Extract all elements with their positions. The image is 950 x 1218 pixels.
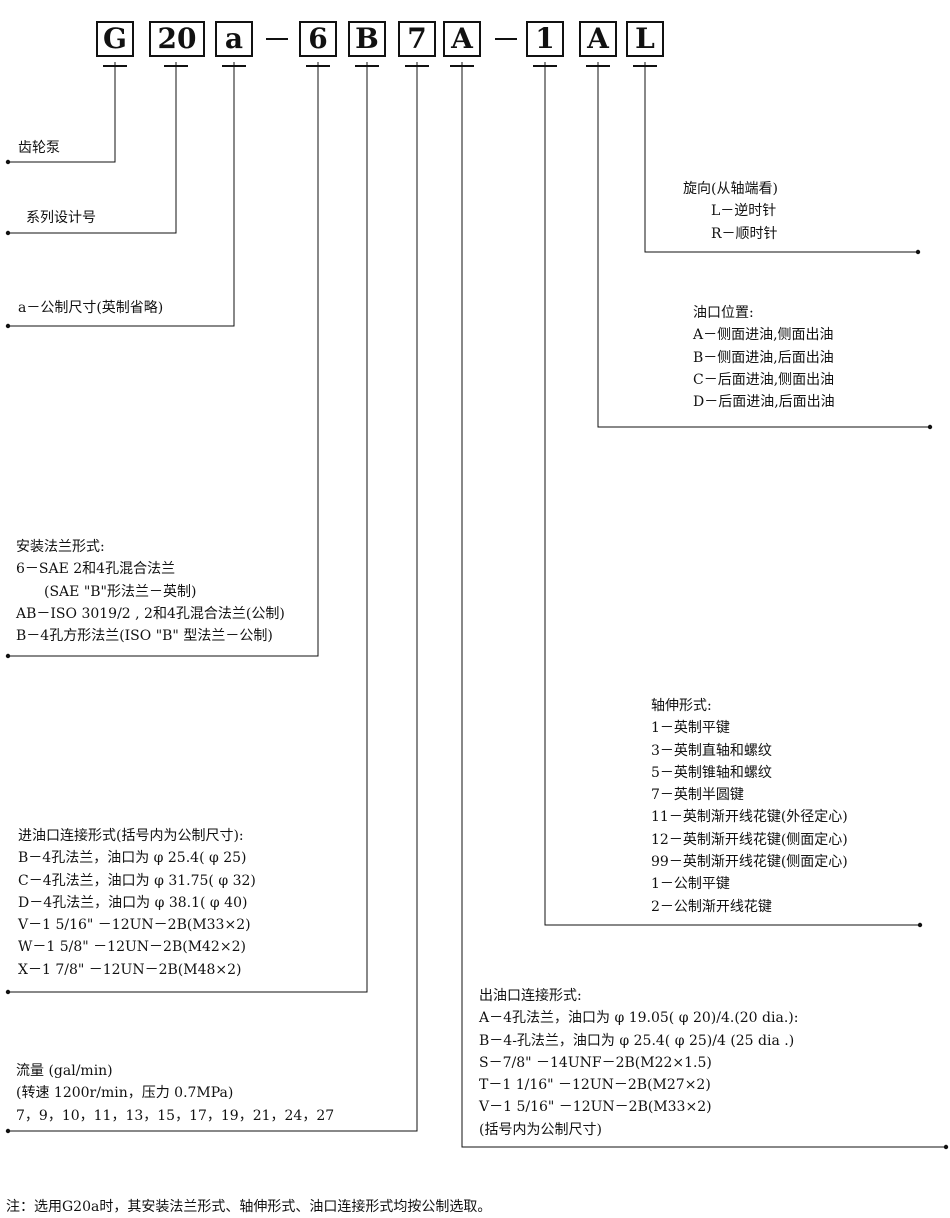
outlet-line: V－1 5/16" －12UN－2B(M33×2) [479,1099,712,1116]
shaft-line: 12－英制渐开线花键(侧面定心) [651,831,848,848]
flow-line: 7，9，10，11，13，15，17，19，21，24，27 [16,1107,335,1124]
inlet-line: X－1 7/8" －12UN－2B(M48×2) [18,961,242,978]
inlet-block: 进油口连接形式(括号内为公制尺寸): B－4孔法兰，油口为 φ 25.4( φ … [18,825,256,981]
outlet-title: 出油口连接形式: [479,988,582,1004]
code-box-a3: A [579,21,617,57]
outlet-block: 出油口连接形式: A－4孔法兰，油口为 φ 19.05( φ 20)/4.(20… [479,985,798,1141]
port-position-line: D－后面进油,后面出油 [693,394,835,411]
shaft-line: 11－英制渐开线花键(外径定心) [651,809,848,826]
inlet-line: D－4孔法兰，油口为 φ 38.1( φ 40) [18,894,248,911]
pump-title: 齿轮泵 [18,140,60,156]
footnote: 注：选用G20a时，其安装法兰形式、轴伸形式、油口连接形式均按公制选取。 [6,1199,492,1215]
code-box-7: 7 [398,21,436,57]
rotation-line: L－逆时针 [711,203,777,220]
port-position-block: 油口位置: A－侧面进油,侧面出油 B－侧面进油,后面出油 C－后面进油,侧面出… [693,302,835,413]
code-box-1: 1 [526,21,564,57]
inlet-line: C－4孔法兰，油口为 φ 31.75( φ 32) [18,872,256,889]
shaft-line: 2－公制渐开线花键 [651,898,772,915]
flange-title: 安装法兰形式: [16,539,105,555]
port-position-line: B－侧面进油,后面出油 [693,349,834,366]
shaft-line: 1－公制平键 [651,876,730,893]
inlet-line: V－1 5/16" －12UN－2B(M33×2) [18,917,251,934]
leader-pump [8,62,116,163]
leader-rotation [644,62,918,253]
separator-dash [266,38,288,40]
shaft-line: 1－英制平键 [651,720,730,737]
outlet-line: A－4孔法兰，油口为 φ 19.05( φ 20)/4.(20 dia.): [479,1010,799,1027]
shaft-line: 7－英制半圆键 [651,787,744,804]
flow-line: (转速 1200r/min，压力 0.7MPa) [16,1085,234,1102]
flange-line: AB－ISO 3019/2 , 2和4孔混合法兰(公制) [16,605,285,622]
flange-line: B－4孔方形法兰(ISO "B" 型法兰－公制) [16,628,273,645]
port-position-line: C－后面进油,侧面出油 [693,371,835,388]
shaft-line: 99－英制渐开线花键(侧面定心) [651,854,848,871]
series-block: 系列设计号 [26,207,96,229]
code-box-20: 20 [149,21,205,57]
inlet-line: B－4孔法兰，油口为 φ 25.4( φ 25) [18,850,247,867]
outlet-line: B－4-孔法兰，油口为 φ 25.4( φ 25)/4 (25 dia .) [479,1032,795,1049]
leader-outlet [461,62,946,1148]
shaft-line: 3－英制直轴和螺纹 [651,742,772,759]
flange-block: 安装法兰形式: 6－SAE 2和4孔混合法兰 (SAE "B"形法兰－英制) A… [16,536,285,647]
shaft-block: 轴伸形式: 1－英制平键 3－英制直轴和螺纹 5－英制锥轴和螺纹 7－英制半圆键… [651,695,848,918]
leader-flow [8,62,418,1132]
leader-series [8,62,177,234]
flange-line: 6－SAE 2和4孔混合法兰 [16,561,176,578]
code-box-g: G [96,21,134,57]
code-box-l: L [626,21,664,57]
pump-block: 齿轮泵 [18,137,60,159]
shaft-title: 轴伸形式: [651,698,712,714]
port-position-title: 油口位置: [693,305,754,321]
inlet-title: 进油口连接形式(括号内为公制尺寸): [18,828,244,844]
leader-inlet [8,62,368,993]
code-box-a: a [215,21,253,57]
metric-title: a－公制尺寸(英制省略) [18,300,164,316]
outlet-line: (括号内为公制尺寸) [479,1121,602,1138]
code-box-6: 6 [299,21,337,57]
leader-port-position [597,62,930,428]
code-box-a2: A [443,21,481,57]
flow-block: 流量 (gal/min) (转速 1200r/min，压力 0.7MPa) 7，… [16,1060,334,1127]
flange-line: (SAE "B"形法兰－英制) [44,583,197,600]
separator-dash [495,38,517,40]
leader-shaft [544,62,920,926]
code-box-b: B [348,21,386,57]
shaft-line: 5－英制锥轴和螺纹 [651,764,772,781]
metric-block: a－公制尺寸(英制省略) [18,297,163,319]
rotation-title: 旋向(从轴端看) [683,181,778,197]
inlet-line: W－1 5/8" －12UN－2B(M42×2) [18,939,246,956]
rotation-block: 旋向(从轴端看) L－逆时针 R－顺时针 [683,178,778,245]
rotation-line: R－顺时针 [711,225,778,242]
flow-title: 流量 (gal/min) [16,1063,113,1079]
series-title: 系列设计号 [26,210,96,226]
port-position-line: A－侧面进油,侧面出油 [693,327,834,344]
leader-metric [8,62,235,327]
outlet-line: S－7/8" －14UNF－2B(M22×1.5) [479,1054,712,1071]
outlet-line: T－1 1/16" －12UN－2B(M27×2) [479,1077,711,1094]
leader-flange [8,62,319,657]
